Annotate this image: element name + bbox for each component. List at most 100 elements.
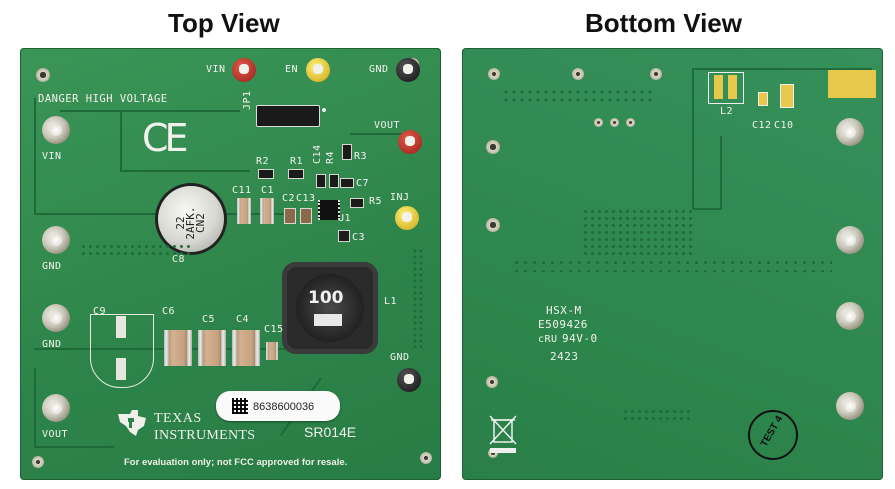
c9-pad-bottom: [116, 358, 126, 380]
via-field: [80, 243, 190, 255]
copper-trace: [120, 110, 122, 170]
c12-pad: [758, 92, 768, 106]
vout-terminal[interactable]: [42, 394, 70, 422]
l2-pad: [728, 75, 737, 99]
inj-testpoint-label: INJ: [390, 192, 410, 203]
c8-label: C8: [172, 254, 186, 265]
vout-testpoint[interactable]: [398, 130, 422, 154]
gnd-terminal-1[interactable]: [42, 226, 70, 254]
jp1-pin-dot: [322, 108, 326, 112]
c15-capacitor: [266, 342, 278, 360]
l2-pad: [714, 75, 723, 99]
ce-mark: CE: [142, 116, 189, 160]
gnd-top-testpoint[interactable]: [396, 58, 420, 82]
part-number: SR014E: [304, 424, 357, 440]
r3-resistor: [342, 144, 352, 160]
vout-testpoint-label: VOUT: [374, 120, 401, 131]
r2-label: R2: [256, 156, 270, 167]
c8-marking-line: CN2: [194, 213, 207, 233]
copper-trace: [60, 110, 240, 112]
datamatrix-code: [232, 398, 248, 414]
via-field: [502, 88, 652, 106]
r4-label: R4: [325, 150, 336, 164]
terminal-pad-right-4: [836, 392, 864, 420]
l2-label: L2: [720, 106, 734, 117]
c6-label: C6: [162, 306, 176, 317]
c3-label: C3: [352, 232, 366, 243]
mounting-hole-bottom-left: [32, 456, 44, 468]
bottom-view-board: L2 C12 C10 HSX-M E509426 cRU 94V-0 2423 …: [462, 48, 883, 480]
copper-trace: [34, 98, 36, 213]
copper-region-outline: [720, 136, 722, 210]
vin-testpoint[interactable]: [232, 58, 256, 82]
through-hole: [650, 68, 662, 80]
gold-pad: [828, 70, 876, 98]
jp1-label: JP1: [242, 90, 253, 110]
r3-label: R3: [354, 151, 368, 162]
brand-line-1: TEXAS: [154, 411, 202, 426]
l1-brand-logo: [314, 314, 342, 326]
c10-label: C10: [774, 120, 794, 131]
texas-instruments-logo-icon: [118, 410, 146, 436]
c10-pad: [780, 84, 794, 108]
bottom-view-title: Bottom View: [585, 8, 742, 38]
c13-capacitor: [300, 208, 312, 224]
u1-label: U1: [338, 213, 352, 224]
c15-label: C15: [264, 324, 284, 335]
en-testpoint[interactable]: [306, 58, 330, 82]
c14-label: C14: [312, 144, 323, 164]
fab-marking-line-3: 94V-0: [562, 332, 598, 345]
c5-label: C5: [202, 314, 216, 325]
c14-capacitor: [329, 174, 339, 188]
top-view-board: DANGER HIGH VOLTAGE CE VIN GND GND VOUT …: [20, 48, 441, 480]
l1-inductor-marking: 100: [308, 288, 344, 308]
gnd-top-testpoint-label: GND: [369, 64, 389, 75]
weee-bin-icon: [489, 415, 517, 453]
c9-label: C9: [93, 306, 107, 317]
inj-testpoint[interactable]: [395, 206, 419, 230]
fab-marking-line-1: HSX-M: [546, 304, 582, 317]
copper-trace: [350, 133, 410, 135]
r4-resistor: [316, 174, 326, 188]
via-field: [512, 258, 832, 272]
vin-terminal[interactable]: [42, 116, 70, 144]
c9-pad-top: [116, 316, 126, 338]
gnd-bottom-testpoint-label: GND: [390, 352, 410, 363]
l2-footprint: [708, 72, 744, 104]
jp1-jumper[interactable]: [256, 105, 320, 127]
gnd-terminal-2-label: GND: [42, 339, 62, 350]
c12-label: C12: [752, 120, 772, 131]
top-view-title: Top View: [168, 8, 280, 38]
l1-label: L1: [384, 296, 398, 307]
terminal-pad-right-2: [836, 226, 864, 254]
mounting-hole-bottom-right: [420, 452, 432, 464]
c3-capacitor: [338, 230, 350, 242]
via-field: [622, 408, 692, 422]
r5-resistor: [350, 198, 364, 208]
c11-capacitor: [237, 198, 252, 224]
gnd-terminal-2[interactable]: [42, 304, 70, 332]
r1-resistor: [288, 169, 304, 179]
r1-label: R1: [290, 156, 304, 167]
r2-resistor: [258, 169, 274, 179]
fab-marking-line-2: E509426: [538, 318, 588, 331]
en-testpoint-label: EN: [285, 64, 299, 75]
copper-region-outline: [692, 208, 720, 210]
c7-label: C7: [356, 178, 370, 189]
gnd-bottom-testpoint[interactable]: [397, 368, 421, 392]
through-hole: [486, 140, 500, 154]
through-hole: [572, 68, 584, 80]
through-hole: [610, 118, 619, 127]
fab-marking-line-4: 2423: [550, 350, 579, 363]
copper-region-outline: [692, 68, 872, 70]
via-field: [582, 208, 692, 258]
mounting-hole-top-left: [36, 68, 50, 82]
through-hole: [488, 68, 500, 80]
c2-capacitor: [284, 208, 296, 224]
c4-label: C4: [236, 314, 250, 325]
through-hole: [486, 376, 498, 388]
c1-capacitor: [260, 198, 275, 224]
through-hole: [626, 118, 635, 127]
brand-line-2: INSTRUMENTS: [154, 428, 256, 443]
c7-capacitor: [340, 178, 354, 188]
